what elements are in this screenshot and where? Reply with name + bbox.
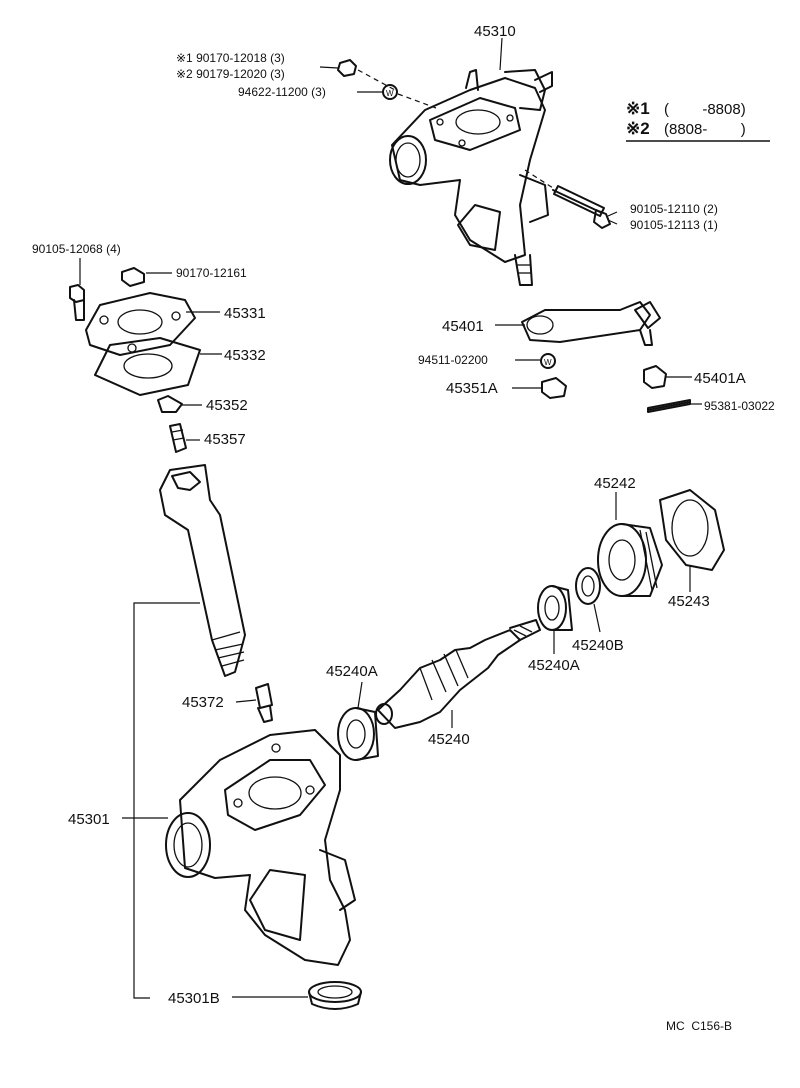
legend-mark-1: ※1 bbox=[626, 99, 650, 118]
seal-drawing bbox=[308, 981, 362, 1010]
pitman-arm-drawing: W bbox=[521, 301, 691, 413]
label-90105-12113: 90105-12113 (1) bbox=[630, 218, 718, 232]
label-45242: 45242 bbox=[594, 475, 636, 492]
label-45310: 45310 bbox=[474, 23, 516, 40]
label-45401: 45401 bbox=[442, 318, 484, 335]
label-90170-12018: ※1 90170-12018 (3) bbox=[176, 51, 285, 65]
label-45240A-left: 45240A bbox=[326, 663, 378, 680]
label-45332: 45332 bbox=[224, 347, 266, 364]
svg-text:W: W bbox=[544, 358, 552, 367]
label-45240B: 45240B bbox=[572, 637, 624, 654]
top-fastener-drawings: W bbox=[337, 59, 611, 229]
legend: ※1 ( -8808) ※2 (8808- ) bbox=[626, 99, 770, 142]
label-45240: 45240 bbox=[428, 731, 470, 748]
label-45301B: 45301B bbox=[168, 990, 220, 1007]
sector-shaft-drawing bbox=[159, 464, 246, 677]
lock-nut-drawing bbox=[659, 489, 725, 571]
cover-drawings bbox=[69, 267, 201, 453]
plug-drawing bbox=[255, 683, 273, 723]
label-45240A-right: 45240A bbox=[528, 657, 580, 674]
svg-text:W: W bbox=[386, 89, 394, 98]
gear-assembly-drawing bbox=[389, 69, 553, 286]
label-94511-02200: 94511-02200 bbox=[418, 353, 488, 367]
label-95381-03022: 95381-03022 bbox=[704, 399, 775, 413]
part-labels: 45310 ※1 90170-12018 (3) ※2 90179-12020 … bbox=[32, 23, 775, 1007]
adjusting-screw-drawing bbox=[597, 523, 663, 597]
bearing-left-drawing bbox=[337, 707, 379, 761]
worm-shaft-drawing bbox=[375, 619, 541, 729]
label-90170-12161: 90170-12161 bbox=[176, 266, 247, 280]
label-45301: 45301 bbox=[68, 811, 110, 828]
race-drawing bbox=[575, 567, 601, 605]
bearing-right-drawing bbox=[537, 585, 573, 631]
label-90179-12020: ※2 90179-12020 (3) bbox=[176, 67, 285, 81]
legend-range-1: ( -8808) bbox=[664, 101, 746, 118]
label-45401A: 45401A bbox=[694, 370, 746, 387]
label-94622-11200: 94622-11200 (3) bbox=[238, 85, 326, 99]
leader-lines bbox=[79, 37, 702, 999]
label-45351A: 45351A bbox=[446, 380, 498, 397]
label-45372: 45372 bbox=[182, 694, 224, 711]
label-90105-12068: 90105-12068 (4) bbox=[32, 242, 121, 256]
legend-range-2: (8808- ) bbox=[664, 121, 746, 138]
label-90105-12110: 90105-12110 (2) bbox=[630, 202, 718, 216]
label-45243: 45243 bbox=[668, 593, 710, 610]
label-45331: 45331 bbox=[224, 305, 266, 322]
label-45352: 45352 bbox=[206, 397, 248, 414]
label-45357: 45357 bbox=[204, 431, 246, 448]
legend-mark-2: ※2 bbox=[626, 119, 650, 138]
footer-code: MC C156-B bbox=[666, 1019, 732, 1033]
housing-drawing bbox=[165, 729, 356, 966]
